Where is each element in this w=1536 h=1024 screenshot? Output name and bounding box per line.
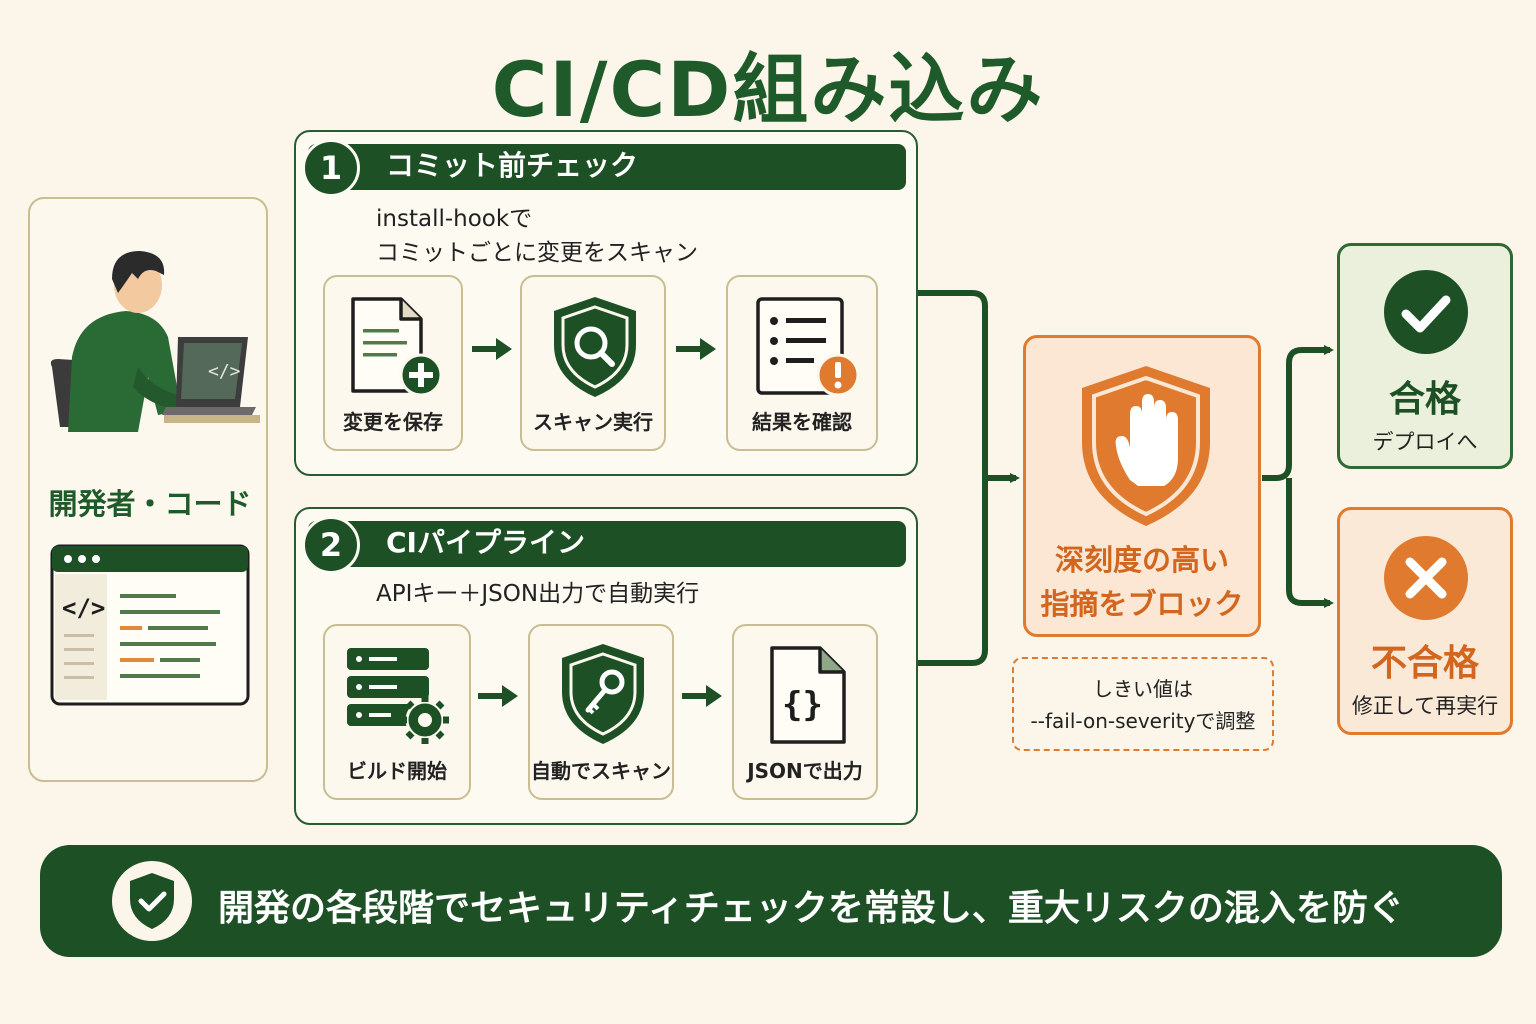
developer-illustration-icon: </> bbox=[50, 251, 260, 432]
svg-text:{}: {} bbox=[782, 685, 823, 725]
connector-split bbox=[1262, 345, 1334, 481]
stage1-desc-line1: install-hookで bbox=[376, 206, 533, 232]
pass-subtitle: デプロイへ bbox=[1372, 430, 1478, 454]
page-title: CI/CD組み込み bbox=[491, 45, 1045, 134]
fail-subtitle: 修正して再実行 bbox=[1351, 694, 1499, 718]
step-build-start: ビルド開始 bbox=[323, 624, 471, 800]
footer-banner: 開発の各段階でセキュリティチェックを常設し、重大リスクの混入を防ぐ bbox=[40, 845, 1502, 957]
block-text-line2: 指摘をブロック bbox=[1040, 587, 1244, 621]
shield-stop-hand-icon bbox=[1082, 366, 1210, 526]
step-json-output-label: JSONで出力 bbox=[747, 759, 863, 783]
step-json-output: {} JSONで出力 bbox=[732, 624, 878, 800]
footer-text: 開発の各段階でセキュリティチェックを常設し、重大リスクの混入を防ぐ bbox=[218, 888, 1404, 929]
step-check-results: 結果を確認 bbox=[726, 275, 878, 451]
stage2-number-badge: 2 bbox=[302, 516, 360, 574]
stage1-desc-line2: コミットごとに変更をスキャン bbox=[376, 240, 698, 266]
shield-key-icon bbox=[562, 644, 644, 744]
block-text-line1: 深刻度の高い bbox=[1054, 543, 1229, 577]
developer-panel: </> 開発者・コード </> bbox=[28, 197, 268, 782]
step-check-results-label: 結果を確認 bbox=[752, 410, 852, 434]
step-save-changes-label: 変更を保存 bbox=[343, 410, 443, 434]
arrow-right-icon bbox=[478, 685, 518, 707]
code-window-icon: </> bbox=[50, 544, 250, 706]
arrow-right-icon bbox=[472, 338, 512, 360]
fail-title: 不合格 bbox=[1370, 643, 1479, 684]
stage1-description: install-hookで コミットごとに変更をスキャン bbox=[376, 202, 698, 270]
document-plus-icon bbox=[351, 297, 443, 397]
stage2-description: APIキー＋JSON出力で自動実行 bbox=[376, 581, 700, 607]
threshold-note-line1: しきい値は bbox=[1093, 677, 1193, 701]
arrow-right-icon bbox=[676, 338, 716, 360]
connector-stage1 bbox=[918, 290, 988, 666]
svg-text:</>: </> bbox=[208, 361, 241, 382]
connector-fail bbox=[1286, 478, 1334, 608]
checklist-alert-icon bbox=[756, 297, 860, 397]
shield-search-icon bbox=[554, 297, 636, 397]
threshold-note: しきい値は --fail-on-severityで調整 bbox=[1012, 657, 1274, 751]
stage1-banner: コミット前チェック bbox=[308, 144, 906, 190]
step-save-changes: 変更を保存 bbox=[323, 275, 463, 451]
stage2-group: CIパイプライン 2 APIキー＋JSON出力で自動実行 ビルド開始 bbox=[294, 507, 918, 825]
check-circle-icon bbox=[1384, 270, 1468, 354]
block-text: 深刻度の高い 指摘をブロック bbox=[1026, 538, 1258, 626]
stage1-number-badge: 1 bbox=[302, 139, 360, 197]
fail-result-box: 不合格 修正して再実行 bbox=[1337, 507, 1513, 735]
threshold-note-line2: --fail-on-severityで調整 bbox=[1030, 709, 1256, 733]
step-auto-scan-label: 自動でスキャン bbox=[531, 759, 671, 783]
step-run-scan: スキャン実行 bbox=[520, 275, 666, 451]
block-high-severity-box: 深刻度の高い 指摘をブロック bbox=[1023, 335, 1261, 637]
json-file-icon: {} bbox=[770, 646, 846, 744]
step-build-start-label: ビルド開始 bbox=[347, 759, 447, 783]
shield-check-icon bbox=[112, 861, 192, 941]
developer-label: 開発者・コード bbox=[48, 487, 252, 521]
step-run-scan-label: スキャン実行 bbox=[533, 410, 653, 434]
pass-title: 合格 bbox=[1388, 379, 1461, 420]
arrow-right-icon bbox=[682, 685, 722, 707]
stage1-group: コミット前チェック 1 install-hookで コミットごとに変更をスキャン… bbox=[294, 130, 918, 476]
step-auto-scan: 自動でスキャン bbox=[528, 624, 674, 800]
stage2-banner: CIパイプライン bbox=[308, 521, 906, 567]
cross-circle-icon bbox=[1384, 536, 1468, 620]
server-gear-icon bbox=[347, 648, 449, 744]
pass-result-box: 合格 デプロイへ bbox=[1337, 243, 1513, 469]
svg-text:</>: </> bbox=[62, 594, 105, 622]
